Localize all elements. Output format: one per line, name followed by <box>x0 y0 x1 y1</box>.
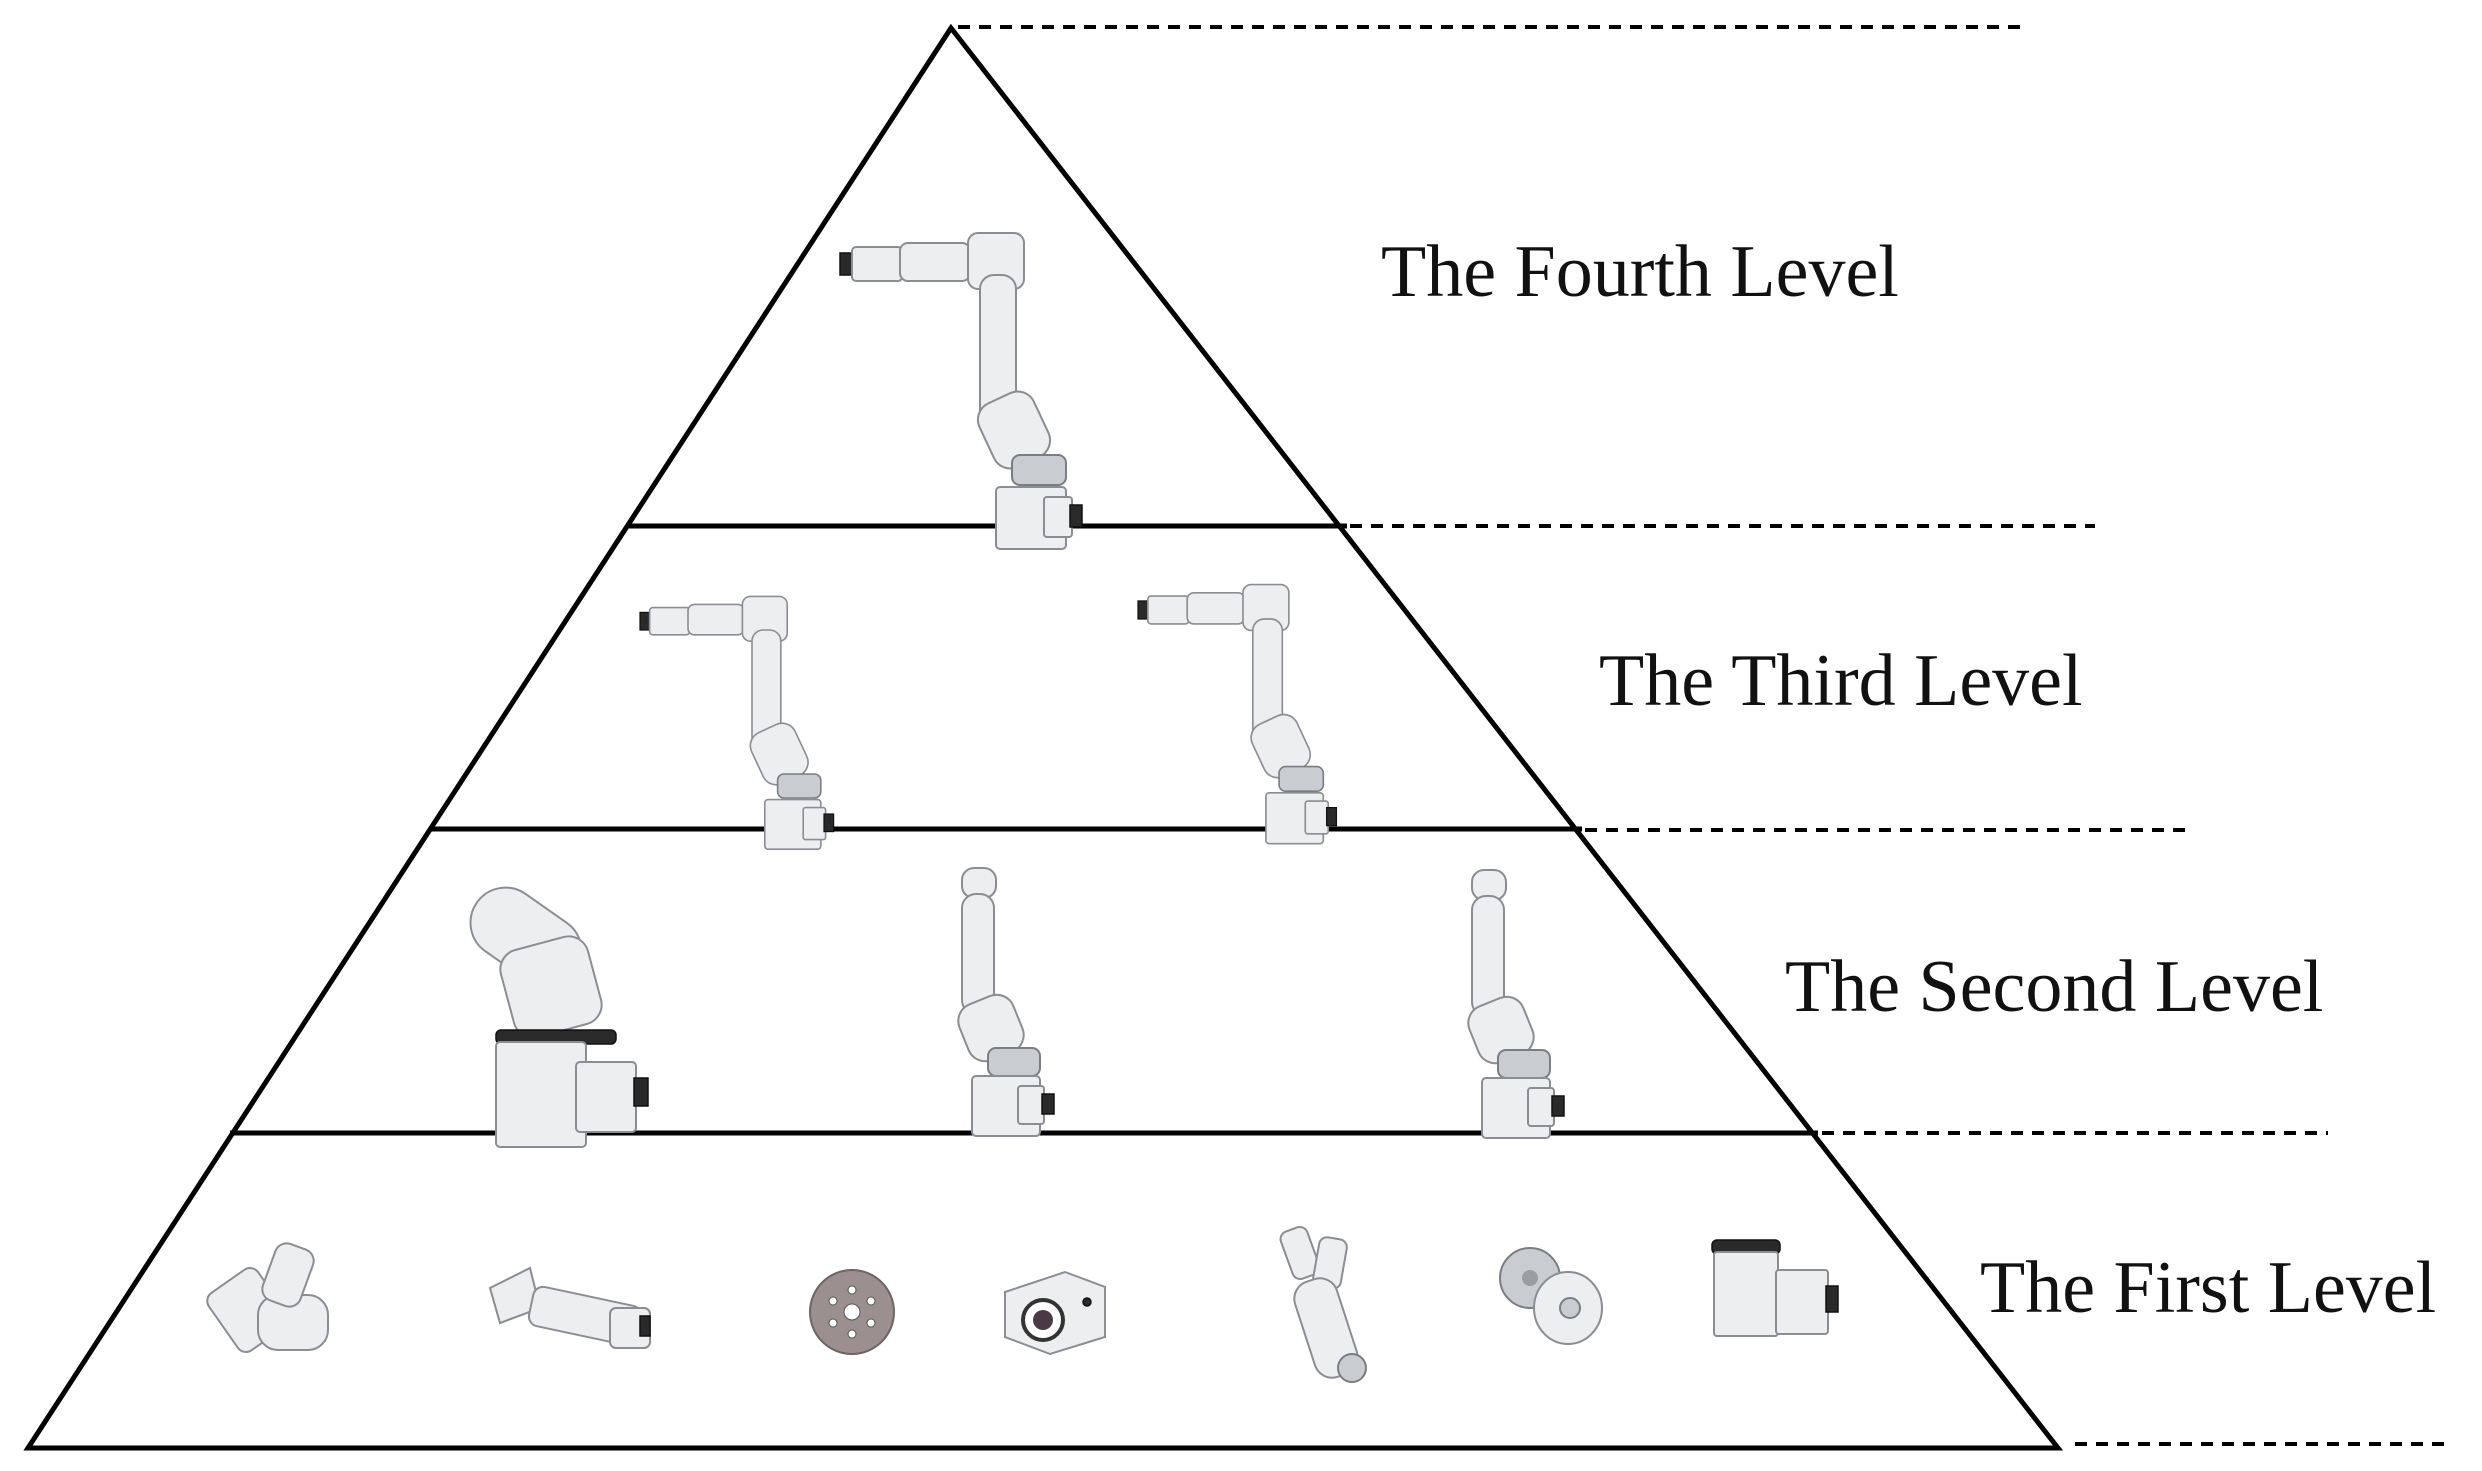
robot-arm-icon <box>1137 583 1338 845</box>
base-module-icon <box>1711 1239 1839 1337</box>
upright-arm-icon <box>1461 869 1565 1139</box>
gripper-icon <box>206 1242 329 1353</box>
pulley-icon <box>1499 1247 1603 1345</box>
level-dividers <box>230 523 1818 1136</box>
robot-arm-icon <box>839 232 1083 550</box>
level-label-fourth: The Fourth Level <box>1381 231 1899 313</box>
level-label-third: The Third Level <box>1599 640 2083 722</box>
elbow-link-icon <box>1279 1225 1367 1383</box>
level-label-first: The First Level <box>1980 1247 2436 1329</box>
pyramid-outline <box>23 23 2064 1451</box>
upright-arm-icon <box>951 867 1055 1137</box>
forearm-link-icon <box>488 1266 651 1349</box>
flange-disc-icon <box>809 1269 895 1355</box>
joint-housing-icon <box>1004 1270 1106 1356</box>
robot-arm-icon <box>639 595 835 851</box>
scara-shoulder-icon <box>455 872 649 1148</box>
level-label-second: The Second Level <box>1785 946 2323 1028</box>
dashed-guides <box>958 25 2450 1446</box>
